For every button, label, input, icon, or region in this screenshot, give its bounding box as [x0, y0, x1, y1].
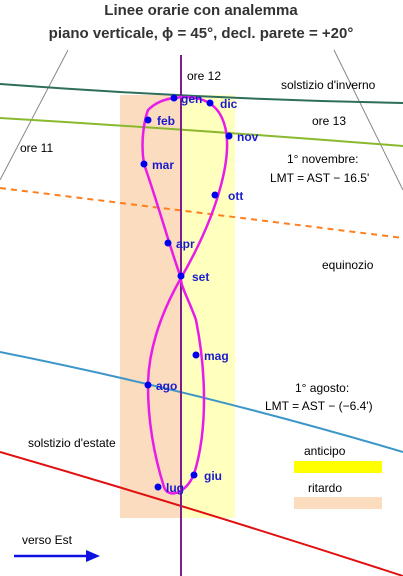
month-label-lug: lug — [166, 481, 184, 495]
month-label-mar: mar — [152, 158, 174, 172]
month-dot-apr — [164, 239, 172, 247]
legend-late-label: ritardo — [308, 481, 342, 495]
november-note-line1: 1° novembre: — [287, 152, 359, 166]
month-label-gen: gen — [181, 92, 202, 106]
summer-solstice-curve — [0, 451, 403, 576]
august-curve — [0, 351, 403, 453]
month-dot-nov — [225, 132, 233, 140]
month-label-giu: giu — [204, 469, 222, 483]
hour-label-13: ore 13 — [312, 114, 346, 128]
diagram-title: Linee orarie con analemma — [104, 2, 298, 19]
november-note-line2: LMT = AST − 16.5' — [270, 171, 369, 185]
month-label-mag: mag — [204, 349, 229, 363]
direction-label: verso Est — [22, 533, 73, 547]
august-note-line1: 1° agosto: — [295, 381, 349, 395]
late-band — [120, 95, 181, 518]
winter-solstice-label: solstizio d'inverno — [281, 78, 376, 92]
month-label-ott: ott — [228, 189, 243, 203]
hour-label-11: ore 11 — [20, 141, 53, 155]
legend-early-label: anticipo — [304, 444, 346, 458]
month-dot-lug — [154, 483, 162, 491]
month-dot-feb — [144, 116, 152, 124]
month-dot-mag — [192, 351, 200, 359]
legend-late-swatch — [294, 497, 382, 509]
summer-solstice-label: solstizio d'estate — [28, 436, 116, 450]
hour-11-guide-line — [0, 49, 69, 181]
august-note-line2: LMT = AST − (−6.4') — [265, 399, 373, 413]
month-label-dic: dic — [220, 97, 238, 111]
diagram-subtitle: piano verticale, ϕ = 45°, decl. parete =… — [49, 25, 354, 42]
winter-solstice-curve — [0, 83, 403, 104]
month-label-feb: feb — [157, 114, 175, 128]
legend-early-swatch — [294, 461, 382, 473]
month-dot-giu — [190, 471, 198, 479]
month-label-ago: ago — [156, 379, 177, 393]
month-dot-gen — [170, 94, 178, 102]
equinox-label: equinozio — [322, 258, 374, 272]
month-label-apr: apr — [176, 237, 195, 251]
month-dot-ott — [211, 191, 219, 199]
arrow-right-icon — [86, 550, 100, 562]
month-label-nov: nov — [237, 130, 259, 144]
hour-13-guide-line — [333, 49, 403, 191]
month-label-set: set — [192, 270, 209, 284]
month-dot-set — [177, 272, 185, 280]
month-dot-dic — [206, 99, 214, 107]
equinox-line — [0, 187, 403, 239]
november-curve — [0, 117, 403, 147]
month-dot-mar — [140, 160, 148, 168]
hour-label-12: ore 12 — [187, 69, 221, 83]
month-dot-ago — [144, 381, 152, 389]
